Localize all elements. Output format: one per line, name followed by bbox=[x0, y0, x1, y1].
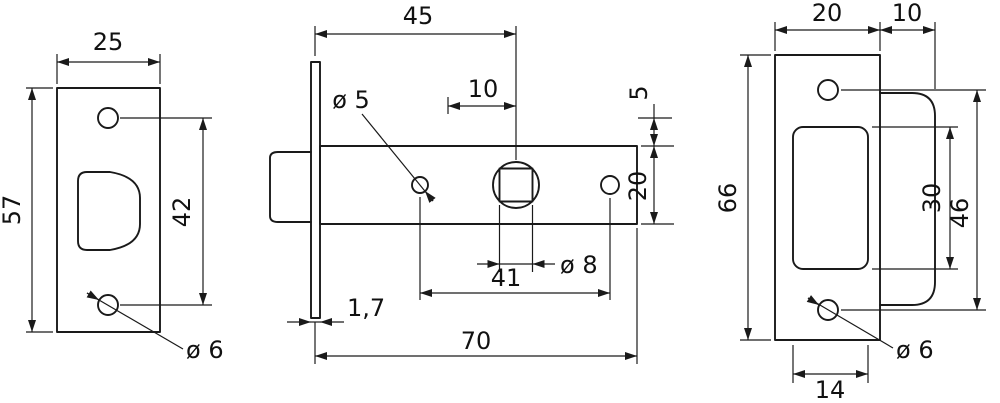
dim-label-faceplate-hole-spacing: 42 bbox=[168, 197, 196, 228]
dim-label-pin-hole-diameter: ø 5 bbox=[332, 86, 370, 114]
dim-label-total-length: 70 bbox=[461, 327, 492, 355]
faceplate-bottom-hole bbox=[97, 294, 119, 316]
dim-label-faceplate-hole-diameter: ø 6 bbox=[186, 336, 224, 364]
dim-label-backset: 45 bbox=[403, 2, 434, 30]
strike-bottom-hole bbox=[817, 299, 839, 321]
faceplate-top-hole bbox=[97, 107, 119, 129]
latch-faceplate-edge bbox=[310, 61, 321, 319]
latch-bolt bbox=[269, 151, 312, 223]
dim-backset bbox=[314, 26, 517, 160]
dim-hole-spacing bbox=[419, 197, 611, 300]
dim-label-strike-hole-spacing: 46 bbox=[946, 198, 974, 229]
spindle-hole-circle bbox=[492, 161, 540, 209]
dim-label-faceplate-width: 25 bbox=[93, 28, 124, 56]
leader-strike-hole-diameter bbox=[806, 295, 894, 349]
dim-faceplate-width bbox=[56, 54, 161, 84]
pin-hole bbox=[411, 176, 429, 194]
dim-label-hole-spacing: 41 bbox=[491, 264, 522, 292]
faceplate-outline bbox=[56, 87, 161, 333]
strike-plate-tab bbox=[879, 92, 936, 306]
dim-label-strike-hole-diameter: ø 6 bbox=[896, 336, 934, 364]
mount-hole bbox=[600, 175, 620, 195]
dim-label-edge-offset: 5 bbox=[625, 85, 653, 100]
dim-spindle-offset bbox=[447, 97, 516, 114]
dim-strike-flange-width bbox=[880, 22, 936, 89]
dim-label-strike-flange-width: 10 bbox=[892, 0, 923, 27]
dim-label-strike-cutout-width: 14 bbox=[815, 376, 846, 403]
dim-total-length bbox=[314, 228, 638, 364]
strike-plate-view: 20 10 66 30 46 bbox=[714, 0, 986, 403]
leader-faceplate-hole-diameter bbox=[86, 290, 184, 350]
dim-strike-cutout-height bbox=[872, 126, 958, 270]
faceplate-view: 25 57 42 ø 6 bbox=[0, 28, 224, 364]
latch-body-outline bbox=[319, 145, 638, 225]
dim-label-faceplate-height: 57 bbox=[0, 195, 26, 226]
leader-pin-hole-diameter bbox=[361, 113, 436, 203]
strike-top-hole bbox=[817, 79, 839, 101]
dim-strike-cutout-width bbox=[792, 345, 869, 383]
dim-label-faceplate-thickness: 1,7 bbox=[347, 294, 385, 322]
dim-edge-offset bbox=[638, 104, 674, 147]
dim-label-body-height: 20 bbox=[624, 171, 652, 202]
dim-faceplate-height bbox=[26, 87, 53, 333]
dim-label-strike-height: 66 bbox=[714, 183, 742, 214]
dim-faceplate-hole-spacing bbox=[120, 117, 212, 306]
dim-label-strike-width: 20 bbox=[812, 0, 843, 27]
dim-strike-height bbox=[740, 54, 771, 341]
dim-label-spindle-hole-diameter: ø 8 bbox=[560, 251, 598, 279]
strike-plate-outline bbox=[774, 54, 881, 341]
spindle-square-hole bbox=[498, 167, 534, 203]
dim-spindle-hole-diameter bbox=[477, 205, 555, 272]
faceplate-latch-cutout bbox=[77, 171, 141, 251]
dim-body-height bbox=[641, 146, 674, 225]
latch-body-view: 45 10 5 20 ø 5 bbox=[269, 2, 674, 364]
dim-label-strike-cutout-height: 30 bbox=[918, 183, 946, 214]
dim-label-spindle-offset: 10 bbox=[468, 75, 499, 103]
strike-cutout bbox=[792, 126, 869, 270]
dim-strike-hole-spacing bbox=[841, 89, 986, 311]
